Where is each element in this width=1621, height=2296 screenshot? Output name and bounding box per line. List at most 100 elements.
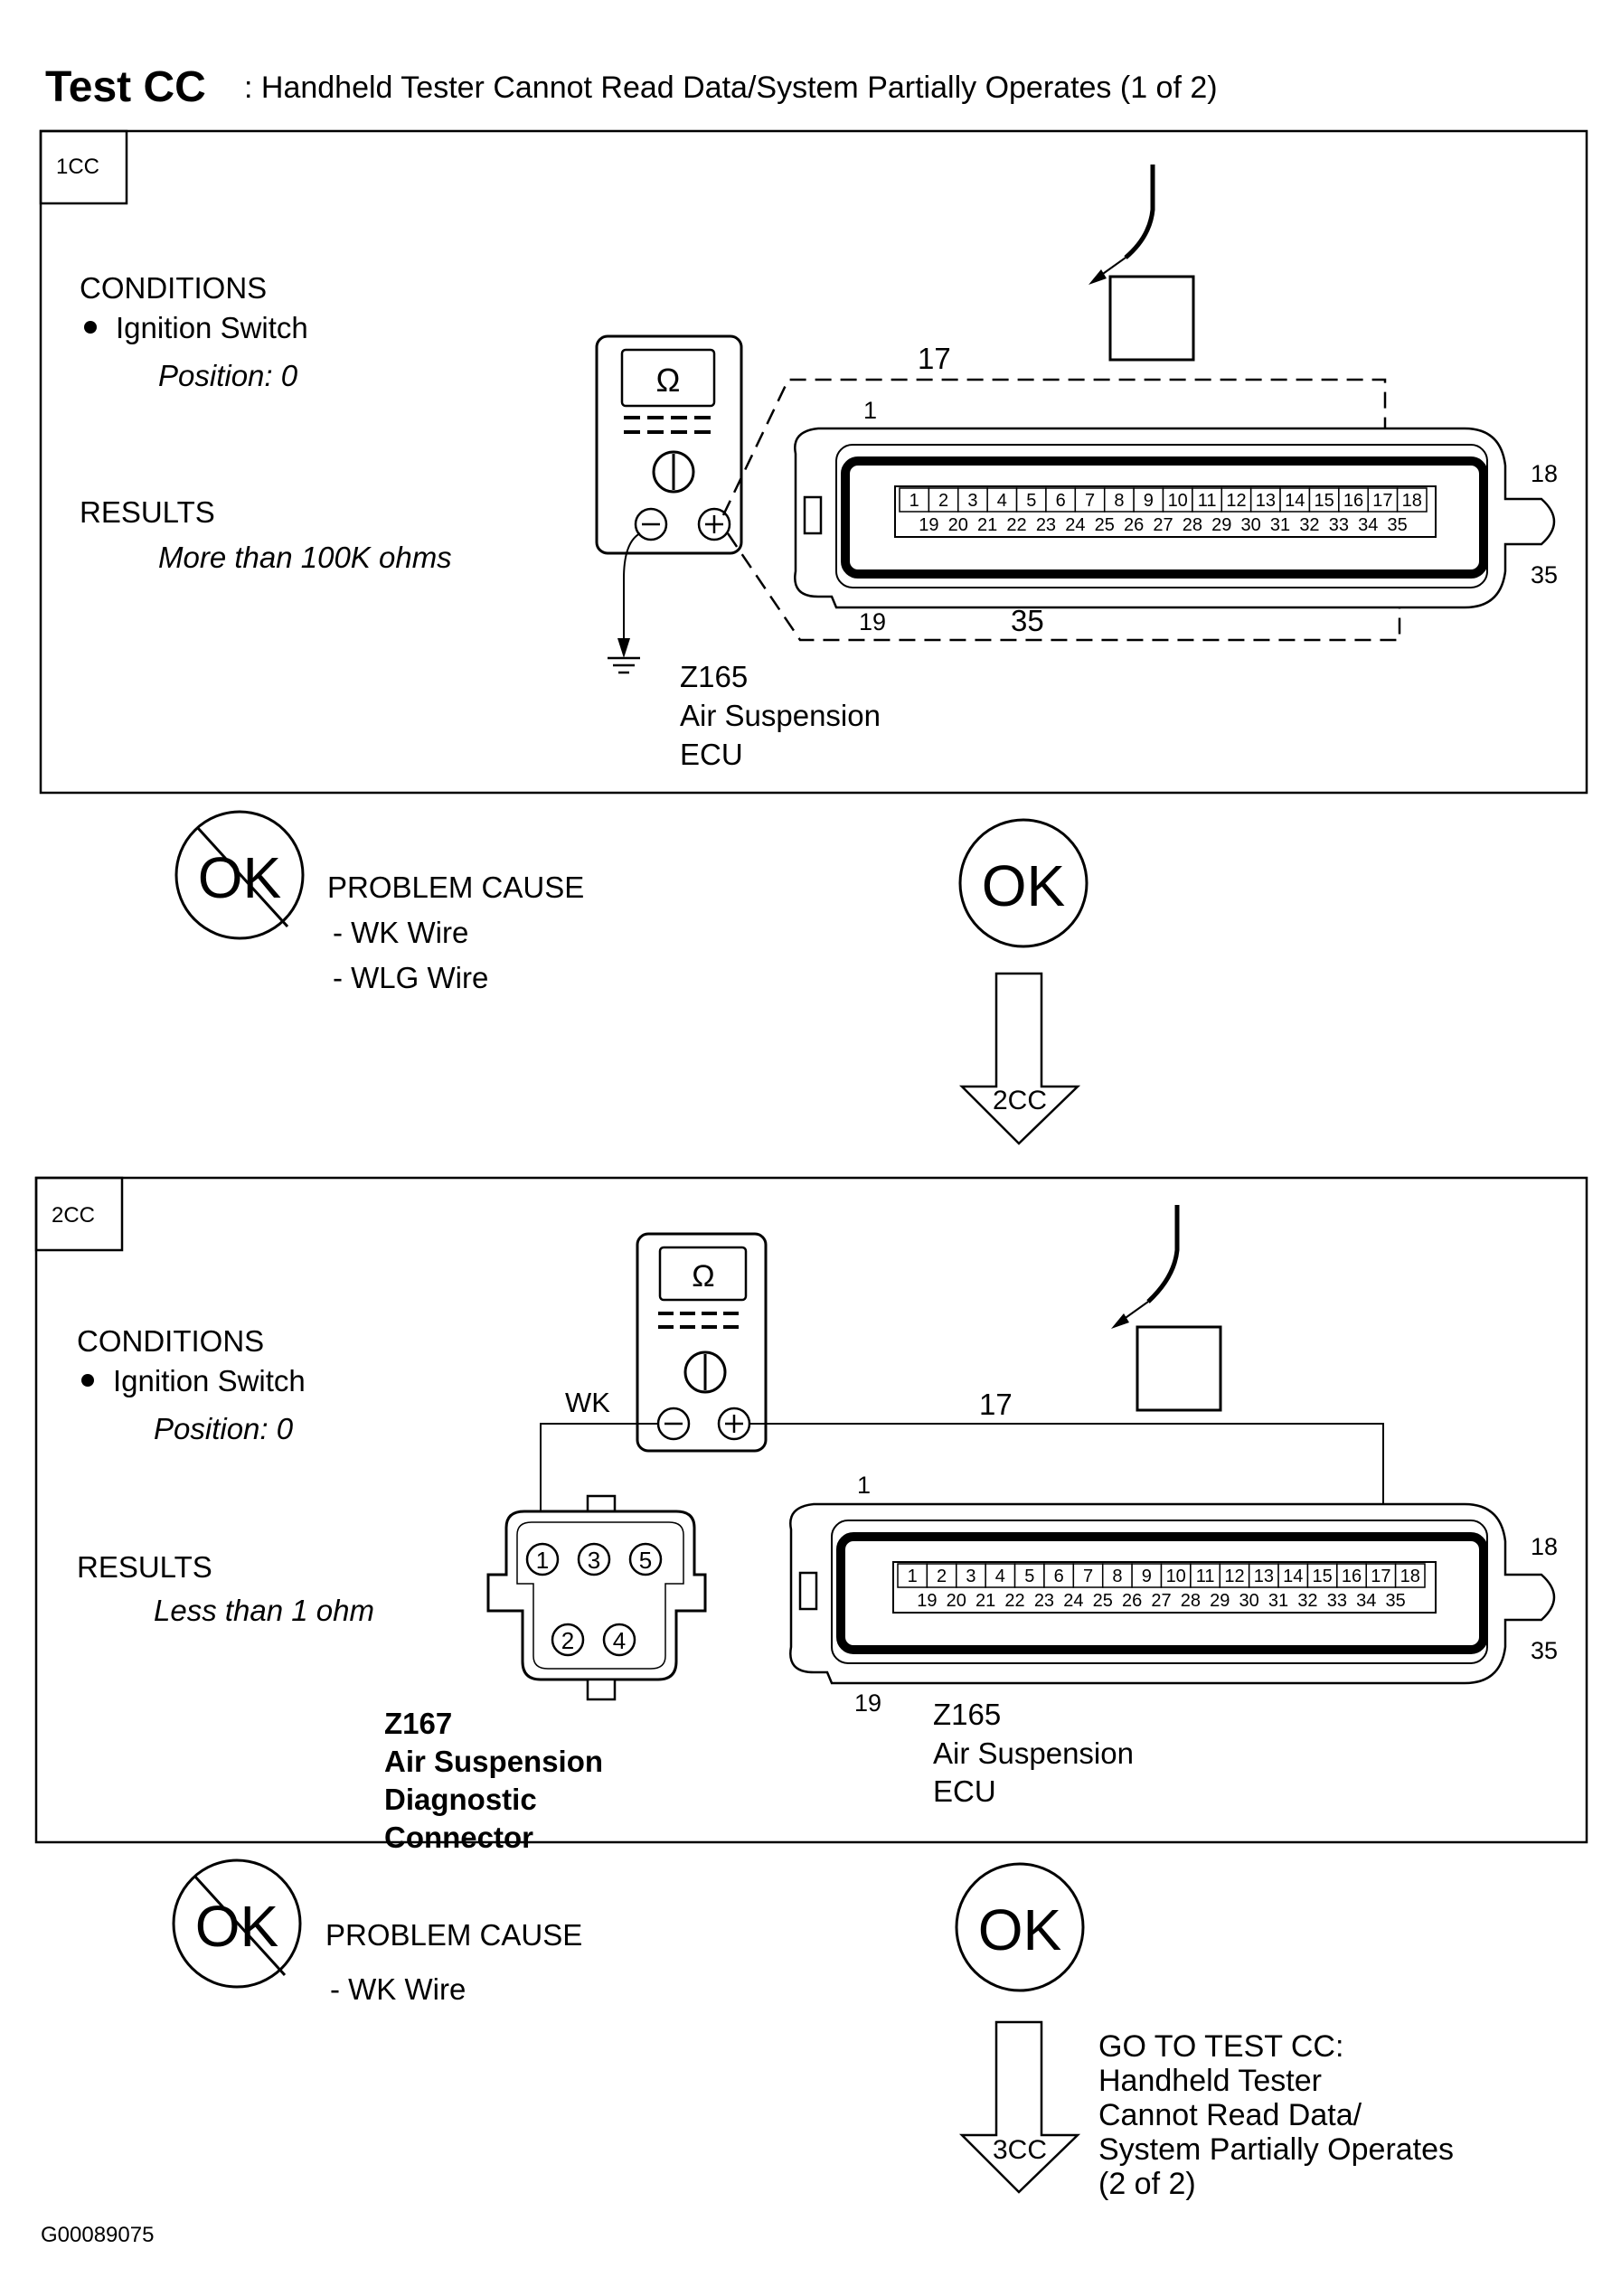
figure-id: G00089075: [41, 2223, 154, 2247]
ecu-pin-number: 3: [967, 491, 977, 511]
ohmmeter: Ω: [636, 1232, 768, 1453]
positive-terminal-icon: [697, 507, 731, 541]
ecu-pin-number: 16: [1343, 491, 1363, 511]
problem-cause-label: PROBLEM CAUSE: [327, 870, 584, 904]
problem-cause-item: - WLG Wire: [333, 961, 488, 994]
ecu-pin-cell: [1396, 487, 1428, 513]
conditions-label: CONDITIONS: [77, 1324, 264, 1358]
ecu-pin-cell: [957, 487, 988, 513]
ecu-pin-number: 19: [919, 515, 938, 535]
ecu-pin-number: 17: [1372, 491, 1392, 511]
ecu-pin-cell: [1338, 487, 1369, 513]
lead-box: [1136, 1325, 1222, 1412]
component-id: Z165: [933, 1698, 1001, 1731]
condition-item: Ignition Switch: [116, 311, 308, 344]
ohm-symbol-icon: Ω: [692, 1259, 714, 1294]
pin-label-35: 35: [1011, 604, 1044, 637]
ecu-pin-number: 2: [937, 1567, 947, 1586]
ecu-pin-number: 7: [1083, 1567, 1093, 1586]
ecu-pin-number: 21: [975, 1591, 995, 1611]
probe-lead-pin-35: [726, 532, 1401, 642]
ecu-pin-cell: [1131, 1563, 1163, 1588]
component-name-line-2: ECU: [680, 738, 743, 771]
ecu-pin-cell: [1072, 1563, 1104, 1588]
next-step-arrow-3cc: 3CC: [958, 2020, 1081, 2194]
ok-badge: [958, 818, 1089, 948]
component-id: Z165: [680, 660, 748, 693]
ecu-pin-cell: [1192, 487, 1223, 513]
problem-cause-item: - WK Wire: [330, 1972, 466, 2006]
diag-pin-2: 2: [561, 1627, 574, 1654]
problem-cause-item: - WK Wire: [333, 916, 468, 949]
diag-pin-4: 4: [613, 1627, 626, 1654]
step-1cc-not-ok: OK PROBLEM CAUSE - WK Wire - WLG Wire: [174, 810, 584, 994]
test-title: Test CC: [45, 63, 206, 111]
ecu-pin-number: 27: [1151, 1591, 1171, 1611]
ecu-pin-cell: [1249, 487, 1281, 513]
lead-pin-17: [749, 1423, 1384, 1514]
ecu-pin-label-18: 18: [1531, 1533, 1558, 1560]
ok-badge-text: OK: [982, 853, 1065, 918]
step-2cc-id-box: [34, 1176, 124, 1252]
probe-lead-pin-17: [721, 378, 1387, 516]
condition-position: Position: 0: [154, 1412, 294, 1445]
step-2cc-panel: 2CC CONDITIONS Ignition Switch Position:…: [34, 1176, 1588, 1854]
ecu-pin-number: 7: [1085, 491, 1095, 511]
ecu-pin-number: 17: [1371, 1567, 1390, 1586]
ecu-pin-number: 16: [1342, 1567, 1362, 1586]
down-arrow-icon: [958, 2020, 1081, 2194]
condition-position: Position: 0: [158, 359, 298, 392]
diag-pin-5: 5: [639, 1547, 652, 1574]
probe-cable-icon: [1146, 1205, 1180, 1303]
not-ok-badge: [174, 810, 305, 940]
component-name-line-2: ECU: [933, 1774, 996, 1808]
component-name-line-1: Air Suspension: [933, 1736, 1134, 1770]
ecu-pin-number: 35: [1387, 515, 1407, 535]
goto-line: (2 of 2): [1098, 2167, 1196, 2201]
ecu-pin-number: 22: [1004, 1591, 1024, 1611]
pin-label-17: 17: [979, 1388, 1013, 1421]
ecu-pin-cell: [1367, 487, 1399, 513]
step-1cc-panel: 1CC CONDITIONS Ignition Switch Position:…: [39, 129, 1588, 795]
ecu-pin-number: 24: [1063, 1591, 1083, 1611]
condition-item: Ignition Switch: [113, 1364, 306, 1397]
ecu-pin-number: 21: [977, 515, 997, 535]
ecu-pin-number: 20: [947, 1591, 966, 1611]
diagnostic-connector: 1 3 5 2 4: [486, 1494, 707, 1701]
results-label: RESULTS: [80, 495, 215, 529]
lead-box: [1108, 275, 1195, 362]
ecu-pin-cell: [1248, 1563, 1279, 1588]
ecu-pin-number: 11: [1198, 491, 1217, 511]
ecu-pin-label-18: 18: [1531, 460, 1558, 487]
next-step-label: 3CC: [993, 2135, 1047, 2165]
step-2cc-not-ok: OK PROBLEM CAUSE - WK Wire: [172, 1858, 582, 2006]
results-label: RESULTS: [77, 1550, 212, 1584]
step-1cc-id-box: [39, 129, 128, 205]
ok-badge-text: OK: [978, 1897, 1061, 1962]
ecu-pin-number: 13: [1254, 1567, 1274, 1586]
ecu-pin-number: 18: [1400, 1567, 1420, 1586]
ecu-pin-label-19: 19: [854, 1689, 881, 1717]
ecu-pin-number: 31: [1268, 1591, 1288, 1611]
ecu-pin-number: 31: [1270, 515, 1290, 535]
ecu-pin-cell: [1394, 1563, 1426, 1588]
ecu-pin-number: 14: [1285, 491, 1305, 511]
ecu-pin-number: 33: [1327, 1591, 1347, 1611]
ecu-pin-label-19: 19: [859, 608, 886, 635]
ecu-pin-number: 8: [1112, 1567, 1122, 1586]
diag-connector-name-line-3: Connector: [384, 1821, 533, 1854]
diag-pin-3: 3: [588, 1547, 600, 1574]
ecu-pin-number: 26: [1124, 515, 1144, 535]
ecu-pin-number: 29: [1211, 515, 1231, 535]
ecu-pin-cell: [1045, 487, 1077, 513]
ecu-pin-number: 19: [917, 1591, 937, 1611]
down-arrow-icon: [958, 972, 1081, 1145]
wire-label-wk: WK: [565, 1387, 610, 1418]
ecu-pin-number: 11: [1196, 1567, 1215, 1586]
ecu-pin-number: 34: [1358, 515, 1378, 535]
ecu-pin-number: 26: [1122, 1591, 1142, 1611]
ecu-pin-label-1: 1: [857, 1472, 871, 1499]
ecu-pin-number: 25: [1093, 1591, 1113, 1611]
ecu-pin-number: 9: [1142, 1567, 1152, 1586]
